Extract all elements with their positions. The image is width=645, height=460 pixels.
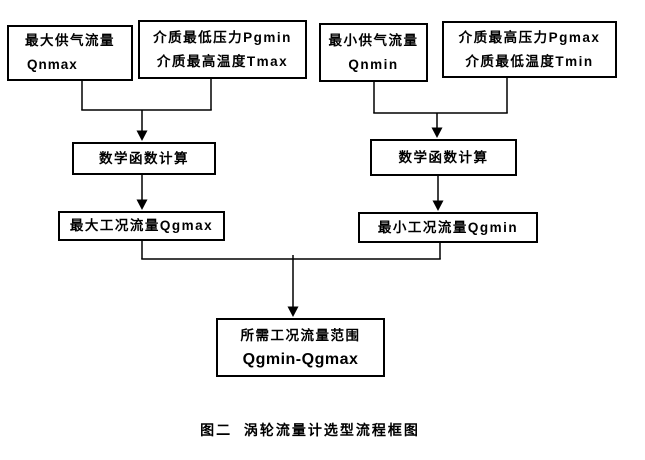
arrowhead-right-merge (431, 127, 443, 138)
arrowhead-left-merge (136, 130, 148, 141)
node-medium-max-pressure-min-temp: 介质最高压力Pgmax 介质最低温度Tmin (442, 21, 617, 78)
node-max-supply-flow-symbol: Qnmax (27, 57, 78, 72)
node-medium-min-temp-label: 介质最低温度Tmin (465, 53, 594, 69)
node-min-supply-flow-symbol: Qnmin (348, 56, 399, 72)
node-math-calc-left-label: 数学函数计算 (99, 150, 189, 166)
node-medium-max-pressure-label: 介质最高压力Pgmax (458, 29, 601, 45)
node-medium-min-pressure-max-temp: 介质最低压力Pgmin 介质最高温度Tmax (138, 20, 307, 79)
node-required-flow-range-symbol: Qgmin-Qgmax (242, 350, 359, 368)
node-max-supply-flow-label: 最大供气流量 (25, 33, 115, 48)
node-math-calc-right: 数学函数计算 (370, 139, 517, 176)
node-min-working-flow: 最小工况流量Qgmin (358, 212, 538, 243)
node-math-calc-left: 数学函数计算 (72, 142, 216, 175)
arrowhead-left-mid (136, 199, 148, 210)
node-medium-max-temp-label: 介质最高温度Tmax (156, 53, 289, 69)
node-required-flow-range: 所需工况流量范围 Qgmin-Qgmax (216, 318, 385, 377)
node-min-supply-flow: 最小供气流量 Qnmin (319, 23, 428, 82)
arrowhead-final (287, 306, 299, 317)
figure-caption: 图二 涡轮流量计选型流程框图 (200, 422, 420, 438)
node-min-supply-flow-label: 最小供气流量 (328, 32, 419, 48)
node-min-working-flow-label: 最小工况流量Qgmin (377, 219, 519, 235)
node-max-working-flow-label: 最大工况流量Qgmax (69, 218, 214, 233)
node-medium-min-pressure-label: 介质最低压力Pgmin (153, 29, 292, 45)
arrowhead-right-mid (432, 200, 444, 211)
node-max-supply-flow: 最大供气流量 Qnmax (7, 25, 133, 81)
node-max-working-flow: 最大工况流量Qgmax (58, 211, 225, 241)
node-math-calc-right-label: 数学函数计算 (398, 149, 489, 165)
node-required-flow-range-label: 所需工况流量范围 (240, 327, 361, 343)
